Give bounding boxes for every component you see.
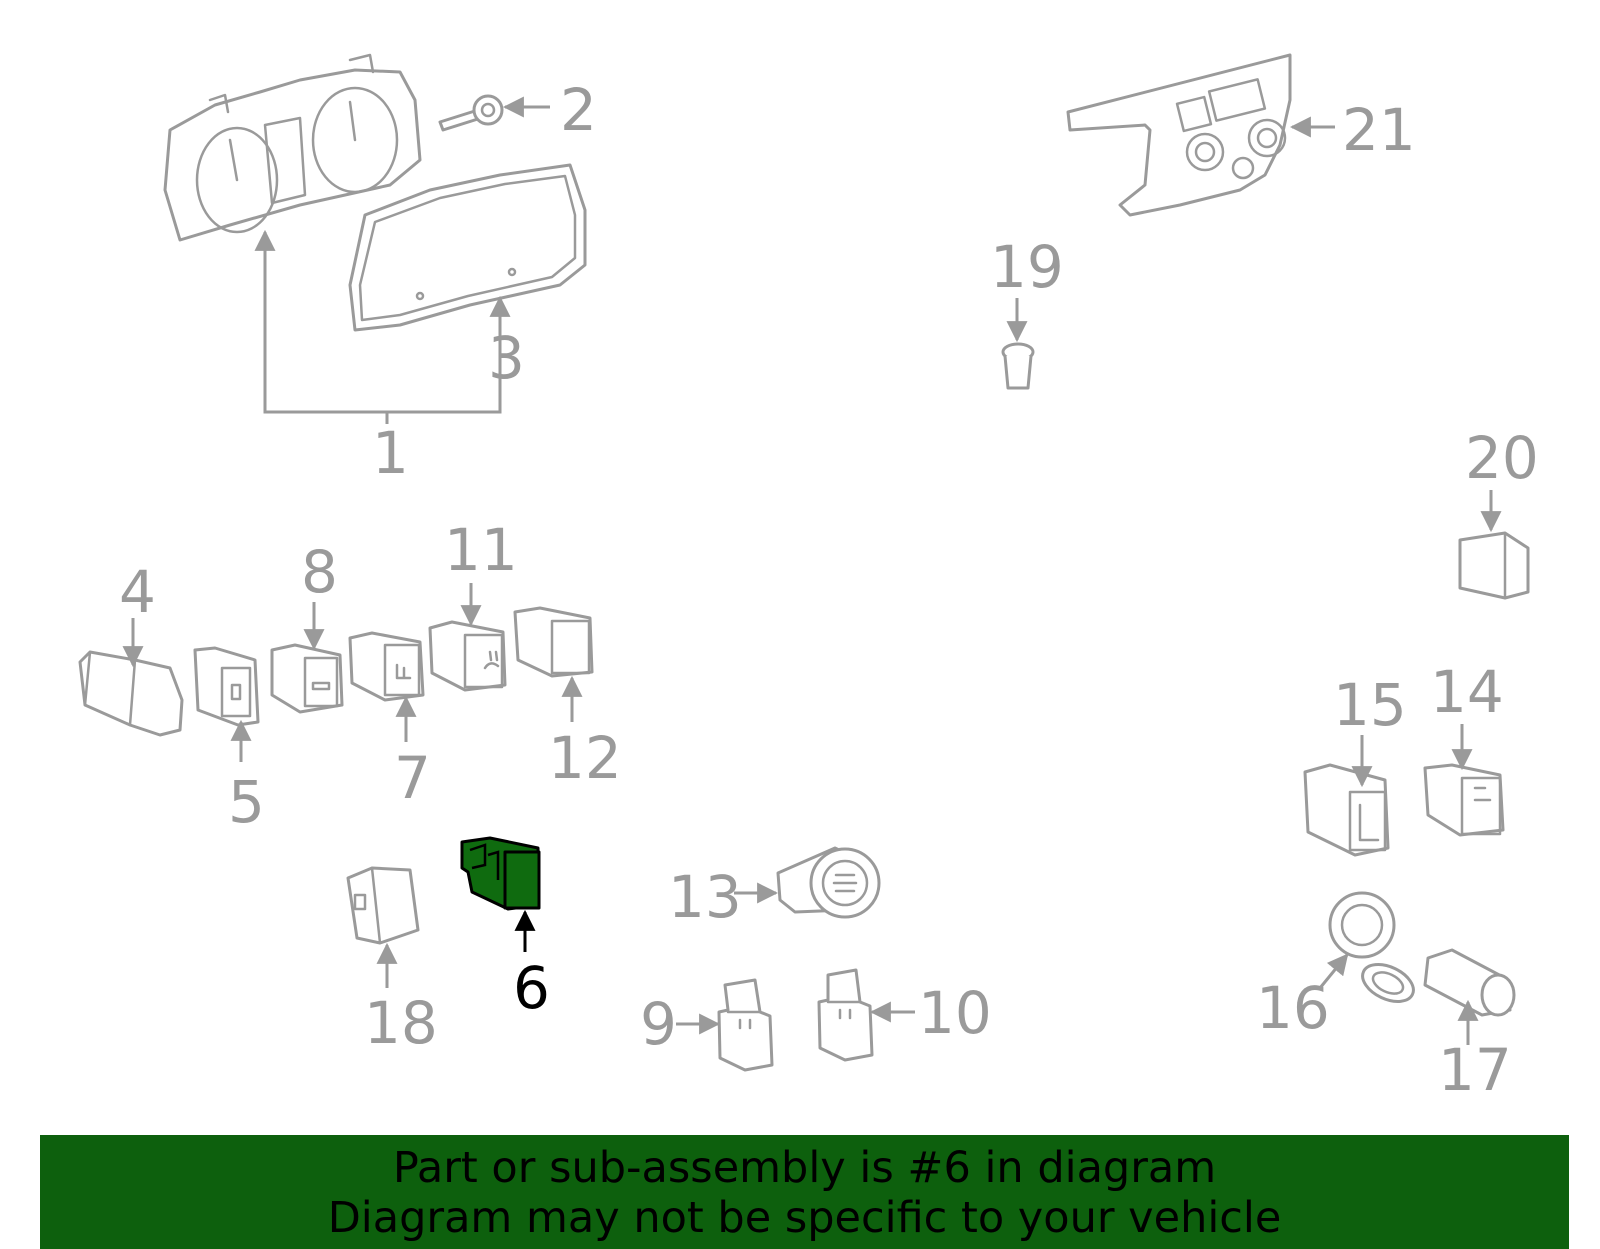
- switch-part-12: [513, 606, 594, 678]
- part-number-8: 8: [301, 538, 338, 606]
- part-number-6: 6: [513, 954, 550, 1022]
- part-number-18: 18: [364, 989, 438, 1057]
- diagram-notice-banner: Part or sub-assembly is #6 in diagram Di…: [40, 1135, 1569, 1249]
- part-number-13: 13: [668, 863, 742, 931]
- switch-part-7: [348, 631, 425, 702]
- part-number-11: 11: [444, 516, 518, 584]
- part-number-7: 7: [394, 744, 431, 812]
- part-number-2: 2: [560, 76, 597, 144]
- notice-line-part-number: Part or sub-assembly is #6 in diagram: [392, 1143, 1217, 1193]
- part-number-20: 20: [1465, 424, 1539, 492]
- plug-part-17: [1423, 948, 1516, 1017]
- parts-diagram: 1 2 3 4 5 6 7 8 9 10 11 12 13 14 15 16 1…: [78, 53, 1539, 1104]
- part-number-9: 9: [640, 990, 677, 1058]
- part-number-15: 15: [1333, 671, 1407, 739]
- part-number-5: 5: [228, 768, 265, 836]
- part-number-3: 3: [488, 324, 525, 392]
- clip-part-19: [1001, 342, 1035, 390]
- part-number-19: 19: [990, 233, 1064, 301]
- part-number-10: 10: [918, 979, 992, 1047]
- part-number-21: 21: [1342, 96, 1416, 164]
- center-bezel: [1066, 53, 1292, 217]
- part-1-bracket: [263, 235, 502, 414]
- part-number-12: 12: [548, 724, 622, 792]
- switch-part-4: [78, 650, 184, 737]
- socket-part-10: [817, 968, 874, 1062]
- outlet-part-16: [1328, 891, 1415, 1003]
- switch-part-20: [1458, 531, 1530, 600]
- switch-part-11: [428, 620, 507, 692]
- part-number-16: 16: [1256, 974, 1330, 1042]
- switch-part-14: [1423, 763, 1505, 837]
- knob-part-13: [776, 846, 881, 919]
- part-16-arrow: [1318, 953, 1349, 989]
- notice-line-disclaimer: Diagram may not be specific to your vehi…: [327, 1193, 1282, 1243]
- switch-part-6-highlighted: [460, 836, 541, 911]
- usb-part-15: [1303, 763, 1390, 857]
- switch-part-5: [193, 646, 260, 727]
- switch-part-18: [346, 866, 420, 945]
- meter-lens: [348, 163, 587, 332]
- part-number-4: 4: [119, 558, 156, 626]
- meter-screw: [438, 94, 504, 132]
- switch-part-8: [270, 643, 344, 714]
- part-number-14: 14: [1430, 658, 1504, 726]
- socket-part-9: [717, 978, 774, 1072]
- combination-meter: [163, 53, 422, 242]
- part-number-17: 17: [1438, 1036, 1512, 1104]
- part-number-1: 1: [372, 419, 409, 487]
